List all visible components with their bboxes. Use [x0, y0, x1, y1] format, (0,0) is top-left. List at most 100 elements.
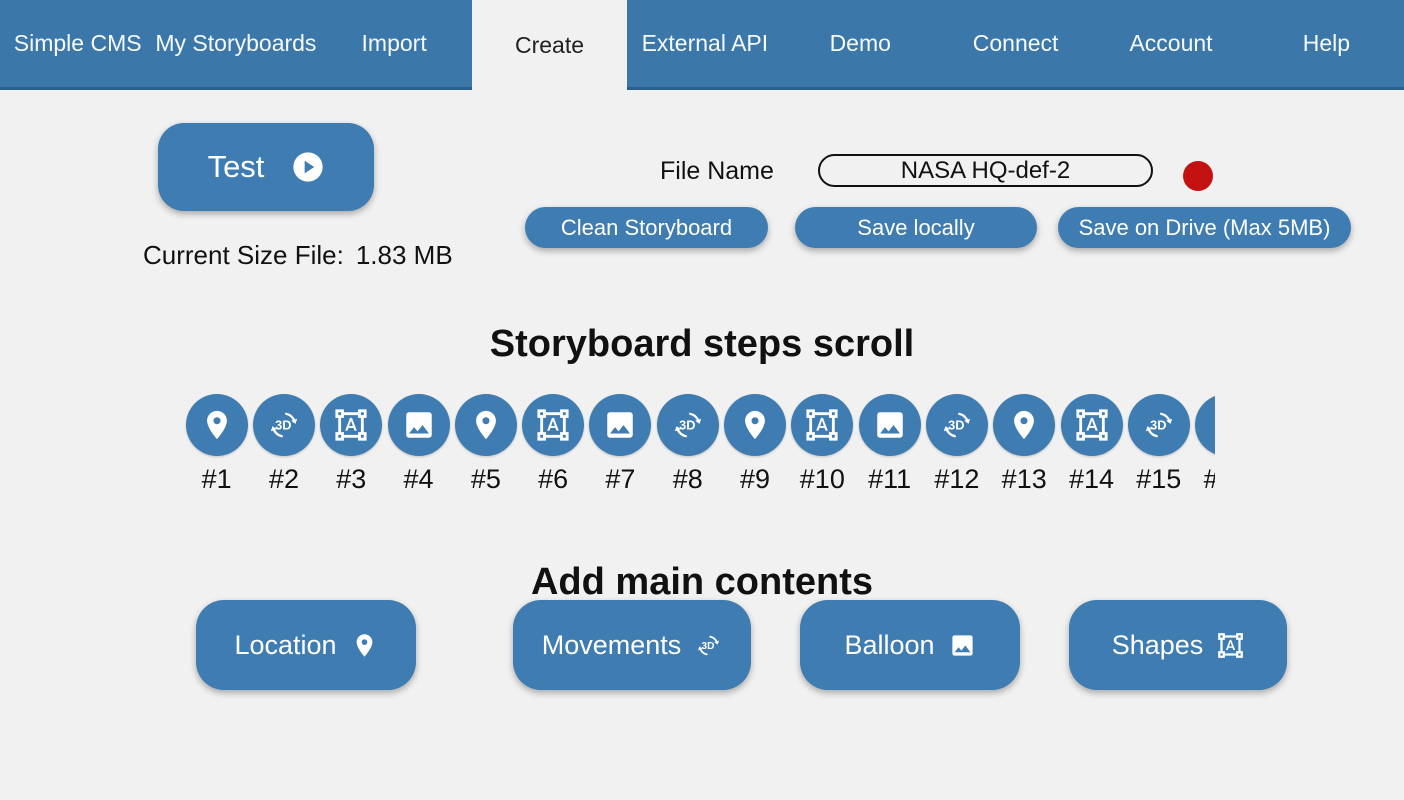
step-item-10: #10	[789, 392, 856, 495]
step-item-5: #5	[452, 392, 519, 495]
step-label: #8	[672, 464, 703, 494]
map-pin-icon	[1209, 408, 1215, 442]
nav-item-import[interactable]: Import	[316, 0, 472, 90]
image-icon	[402, 408, 436, 442]
svg-text:3D: 3D	[702, 641, 715, 652]
step-label: #10	[799, 464, 845, 494]
add-balloon-label: Balloon	[844, 629, 935, 660]
step-button-4[interactable]	[387, 394, 450, 456]
file-name-input[interactable]	[818, 154, 1153, 187]
step-item-11: #11	[856, 392, 923, 495]
format-shapes-icon	[805, 408, 839, 442]
step-label: #16	[1192, 464, 1215, 495]
test-button-label: Test	[207, 149, 265, 184]
current-size-label: Current Size File:	[143, 240, 344, 270]
step-label: #5	[470, 464, 501, 494]
step-item-2: 3D #2	[250, 392, 317, 495]
step-button-6[interactable]	[522, 394, 585, 456]
image-icon	[603, 408, 637, 442]
step-button-15[interactable]: 3D	[1127, 394, 1190, 456]
step-label: #2	[268, 464, 299, 494]
3d-rotation-icon: 3D	[940, 408, 974, 442]
contents-section-title: Add main contents	[530, 561, 874, 604]
map-pin-icon	[200, 408, 234, 442]
step-button-3[interactable]	[320, 394, 383, 456]
step-label: #14	[1068, 464, 1115, 494]
step-item-6: #6	[519, 392, 586, 495]
step-label: #6	[538, 464, 569, 494]
3d-rotation-icon: 3D	[671, 408, 705, 442]
file-name-label: File Name	[660, 157, 774, 185]
step-label: #3	[336, 464, 367, 494]
step-button-16[interactable]	[1195, 394, 1215, 456]
format-shapes-icon	[1217, 632, 1244, 659]
step-label: #4	[403, 464, 434, 494]
step-item-3: #3	[318, 392, 385, 495]
nav-item-connect[interactable]: Connect	[937, 0, 1094, 90]
step-item-14: #14	[1058, 392, 1125, 495]
save-on-drive-max-5mb-button[interactable]: Save on Drive (Max 5MB)	[1058, 207, 1351, 248]
add-location-label: Location	[234, 629, 337, 660]
step-label: #11	[868, 464, 912, 494]
step-item-13: #13	[991, 392, 1058, 495]
step-label: #9	[740, 464, 771, 494]
step-button-8[interactable]: 3D	[656, 394, 719, 456]
svg-text:3D: 3D	[275, 418, 291, 433]
step-button-10[interactable]	[791, 394, 854, 456]
nav-item-external-api[interactable]: External API	[627, 0, 783, 90]
add-movements-label: Movements	[541, 629, 682, 660]
step-button-14[interactable]	[1060, 394, 1123, 456]
test-button[interactable]: Test	[158, 123, 374, 211]
nav-item-demo[interactable]: Demo	[782, 0, 938, 90]
clean-storyboard-button[interactable]: Clean Storyboard	[525, 207, 768, 248]
add-movements-button[interactable]: Movements 3D	[513, 600, 751, 690]
add-shapes-label: Shapes	[1111, 629, 1204, 660]
step-button-2[interactable]: 3D	[252, 394, 315, 456]
step-button-13[interactable]	[993, 394, 1056, 456]
step-item-8: 3D #8	[654, 392, 721, 495]
svg-text:3D: 3D	[1150, 418, 1166, 433]
step-button-5[interactable]	[454, 394, 517, 456]
steps-scroll[interactable]: #1 3D #2 #3 #4 #5 #6 #7 3D #8 #9 #10 #11 3D #12 #13 #14 3…	[183, 392, 1215, 498]
step-button-7[interactable]	[589, 394, 652, 456]
step-button-9[interactable]	[724, 394, 787, 456]
steps-section-title: Storyboard steps scroll	[489, 323, 915, 366]
step-label: #1	[201, 464, 232, 494]
step-item-15: 3D #15	[1125, 392, 1192, 495]
format-shapes-icon	[334, 408, 368, 442]
3d-rotation-icon: 3D	[267, 408, 301, 442]
status-dot	[1183, 161, 1213, 191]
current-size-line: Current Size File: 1.83 MB	[143, 240, 453, 271]
step-item-16: #16	[1192, 392, 1215, 495]
map-pin-icon	[351, 632, 378, 659]
step-item-12: 3D #12	[923, 392, 990, 495]
nav-item-my-storyboards[interactable]: My Storyboards	[155, 0, 317, 90]
nav-item-create[interactable]: Create	[471, 0, 628, 90]
step-label: #12	[934, 464, 980, 494]
step-item-4: #4	[385, 392, 452, 495]
map-pin-icon	[738, 408, 772, 442]
step-item-1: #1	[183, 392, 250, 495]
add-location-button[interactable]: Location	[196, 600, 416, 690]
image-icon	[949, 632, 976, 659]
nav-item-help[interactable]: Help	[1248, 0, 1404, 90]
add-balloon-button[interactable]: Balloon	[800, 600, 1020, 690]
play-circle-icon	[292, 151, 324, 183]
format-shapes-icon	[1075, 408, 1109, 442]
image-icon	[873, 408, 907, 442]
nav-item-account[interactable]: Account	[1093, 0, 1249, 90]
3d-rotation-icon: 3D	[695, 632, 722, 659]
step-item-7: #7	[587, 392, 654, 495]
step-button-12[interactable]: 3D	[925, 394, 988, 456]
add-shapes-button[interactable]: Shapes	[1069, 600, 1287, 690]
step-label: #15	[1136, 464, 1182, 494]
svg-text:3D: 3D	[679, 418, 695, 433]
steps-row: #1 3D #2 #3 #4 #5 #6 #7 3D #8 #9 #10 #11 3D #12 #13 #14 3…	[183, 392, 1215, 495]
nav-item-simple-cms[interactable]: Simple CMS	[0, 0, 156, 90]
step-button-11[interactable]	[858, 394, 921, 456]
save-locally-button[interactable]: Save locally	[795, 207, 1037, 248]
map-pin-icon	[469, 408, 503, 442]
step-item-9: #9	[721, 392, 788, 495]
step-button-1[interactable]	[185, 394, 248, 456]
